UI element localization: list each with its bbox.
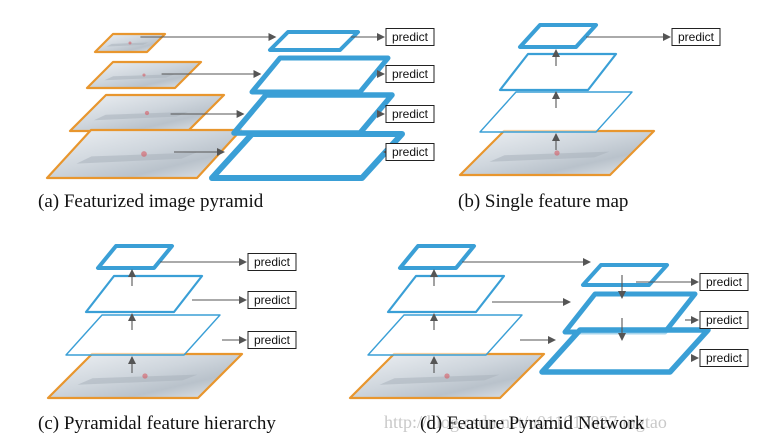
a-predict-3-label: predict [392,107,429,121]
a-feature-map-1 [268,30,360,52]
panel-a-featurized-image-pyramid: predict predict predict predict [45,28,435,181]
a-feature-map-2 [249,55,391,95]
panel-b-single-feature-map: predict [458,23,721,177]
d-predict-3-label: predict [706,351,743,365]
a-predict-1-box [385,28,435,46]
d-topdown-layer-top [581,263,669,287]
a-predict-2-label: predict [392,67,429,81]
d-predict-3-box [699,349,749,367]
b-image-figure [554,150,560,156]
a-image-level-4-figure [141,151,147,157]
caption-b: (b) Single feature map [458,191,629,212]
a-image-level-2-content [104,74,175,81]
caption-d: (d) Feature Pyramid Network [420,413,645,434]
c-feature-layer-2 [84,274,204,314]
panel-d-feature-pyramid-network: predict predict predict [348,244,749,400]
a-predict-2-box [385,65,435,83]
panel-c-pyramidal-feature-hierarchy: predict predict predict [46,244,297,400]
d-predict-2-box [699,311,749,329]
d-image-content [379,374,500,385]
a-predict-4-box [385,143,435,161]
caption-a: (a) Featurized image pyramid [38,191,264,212]
c-image-content [77,374,198,385]
c-image-figure [142,373,148,379]
c-predict-3-box [247,331,297,349]
d-image-figure [444,373,450,379]
a-image-level-3-content [93,111,189,121]
d-bottomup-layer-3 [367,314,523,356]
c-predict-2-box [247,291,297,309]
d-topdown-layer-3 [539,327,711,375]
d-predict-2-label: predict [706,313,743,327]
b-feature-layer-3 [479,91,633,133]
a-predict-3-box [385,105,435,123]
c-predict-2-label: predict [254,293,291,307]
a-feature-map-3 [231,92,395,136]
a-image-level-4-content [76,152,197,164]
d-predict-1-box [699,273,749,291]
d-bottomup-layer-top [398,244,476,270]
b-feature-layer-2 [498,52,618,92]
d-topdown-layer-2 [562,291,698,335]
d-predict-1-label: predict [706,275,743,289]
c-feature-layer-top [96,244,174,270]
b-image-content [489,151,610,162]
watermark-text: http://blog.csdn.net/u011017827 ingtao [384,412,667,432]
a-predict-4-label: predict [392,145,429,159]
c-predict-1-label: predict [254,255,291,269]
b-predict-box [671,28,721,46]
c-predict-3-label: predict [254,333,291,347]
a-predict-1-label: predict [392,30,429,44]
a-image-level-3-figure [144,110,150,116]
a-feature-map-4 [209,131,405,181]
a-image-level-1-content [106,42,149,47]
caption-c: (c) Pyramidal feature hierarchy [38,413,276,434]
c-feature-layer-3 [65,314,221,356]
b-predict-label: predict [678,30,715,44]
a-image-level-2-figure [142,73,146,77]
a-image-level-1-figure [128,41,132,45]
b-feature-layer-top [518,23,598,49]
d-bottomup-layer-2 [386,274,506,314]
c-predict-1-box [247,253,297,271]
